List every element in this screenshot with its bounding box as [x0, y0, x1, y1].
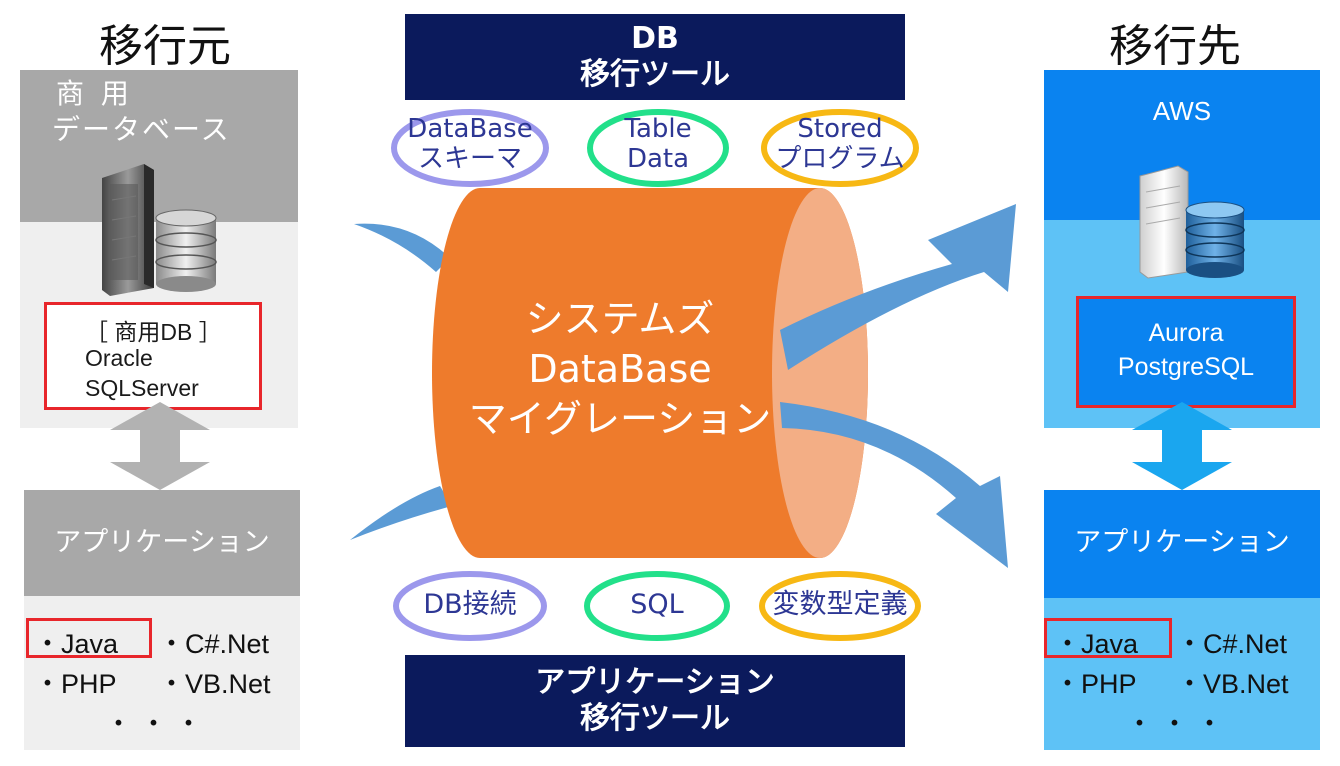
source-lang-csharp: ・C#.Net [158, 629, 270, 659]
db-tool-line-2: 移行ツール [580, 57, 730, 92]
sql-oval [584, 571, 730, 641]
db-tool-line-1: DB [631, 21, 679, 56]
table-data-oval [587, 109, 729, 187]
target-db-item-aurora: Aurora [1148, 319, 1224, 347]
source-app-panel [24, 490, 300, 596]
cylinder-label: システムズ DataBase マイグレーション [450, 294, 790, 444]
source-db-title-1: 商 用 [56, 77, 133, 110]
source-lang-panel [24, 596, 300, 750]
arrow-out-bottom [780, 402, 1008, 568]
source-lang-ellipsis: ・・・ [105, 709, 210, 739]
db-connection-oval [393, 571, 547, 641]
target-double-arrow [1132, 402, 1232, 490]
target-lang-csharp: ・C#.Net [1176, 629, 1288, 659]
oval-label-stored-line-1: Stored [797, 114, 883, 144]
oval-label-db-connection: DB接続 [423, 589, 517, 620]
arrow-out-top [780, 204, 1016, 370]
target-lang-php: ・PHP [1054, 669, 1137, 699]
cylinder-label-line-2: DataBase [528, 347, 712, 391]
schema-oval [391, 109, 549, 187]
target-lang-ellipsis: ・・・ [1126, 709, 1231, 739]
source-heading: 移行元 [99, 21, 231, 72]
oval-label-table-line-1: Table [624, 114, 692, 144]
target-app-panel [1044, 490, 1320, 598]
top-ovals [391, 109, 919, 187]
target-heading: 移行先 [1109, 21, 1241, 72]
target-app-title: アプリケーション [1074, 527, 1290, 558]
target-java-highlight [1044, 618, 1172, 658]
migration-cylinder [350, 188, 1016, 568]
cylinder-label-line-3: マイグレーション [468, 397, 772, 441]
app-tool-line-2: 移行ツール [580, 701, 730, 736]
db-migration-tool-banner: DB 移行ツール [405, 14, 905, 100]
oval-label-schema: DataBase スキーマ [380, 114, 560, 174]
oval-label-table-line-2: Data [626, 144, 690, 174]
source-lang-php: ・PHP [34, 669, 117, 699]
source-db-title-2: データベース [52, 113, 231, 146]
oval-label-sql: SQL [630, 589, 684, 620]
app-migration-tool-banner: アプリケーション 移行ツール [405, 655, 905, 747]
source-lang-java: ・Java [34, 629, 119, 659]
oval-label-table-data: Table Data [568, 114, 748, 174]
oval-label-stored-line-2: プログラム [775, 144, 905, 174]
source-db-box: ［ 商用DB ］ Oracle SQLServer [44, 302, 262, 410]
bottom-ovals [393, 571, 921, 641]
source-lang-vbnet: ・VB.Net [158, 669, 271, 699]
source-app-title: アプリケーション [54, 527, 270, 558]
target-lang-vbnet: ・VB.Net [1176, 669, 1289, 699]
server-database-icon [102, 164, 217, 296]
stored-program-oval [761, 109, 919, 187]
source-db-box-title: ［ 商用DB ］ [85, 319, 222, 345]
arrow-in-bottom [350, 486, 452, 540]
oval-label-schema-line-2: スキーマ [417, 144, 522, 174]
variable-type-oval [759, 571, 921, 641]
aws-server-database-icon [1139, 165, 1245, 279]
target-db-box: Aurora PostgreSQL [1076, 296, 1296, 408]
app-tool-line-1: アプリケーション [535, 665, 775, 700]
target-db-item-postgresql: PostgreSQL [1117, 353, 1255, 381]
oval-label-variable-type: 変数型定義 [772, 589, 908, 620]
source-double-arrow [110, 402, 210, 490]
target-lang-java: ・Java [1054, 629, 1139, 659]
source-db-item-oracle: Oracle [85, 345, 153, 371]
arrow-in-top [354, 223, 450, 272]
oval-label-stored: Stored プログラム [750, 114, 930, 174]
target-lang-panel [1044, 598, 1320, 750]
aws-label: AWS [1152, 96, 1212, 126]
source-java-highlight [26, 618, 152, 658]
cylinder-label-line-1: システムズ [525, 297, 715, 341]
source-db-item-sqlserver: SQLServer [85, 375, 199, 401]
source-db-panel-top [20, 70, 298, 222]
oval-label-schema-line-1: DataBase [407, 114, 533, 144]
